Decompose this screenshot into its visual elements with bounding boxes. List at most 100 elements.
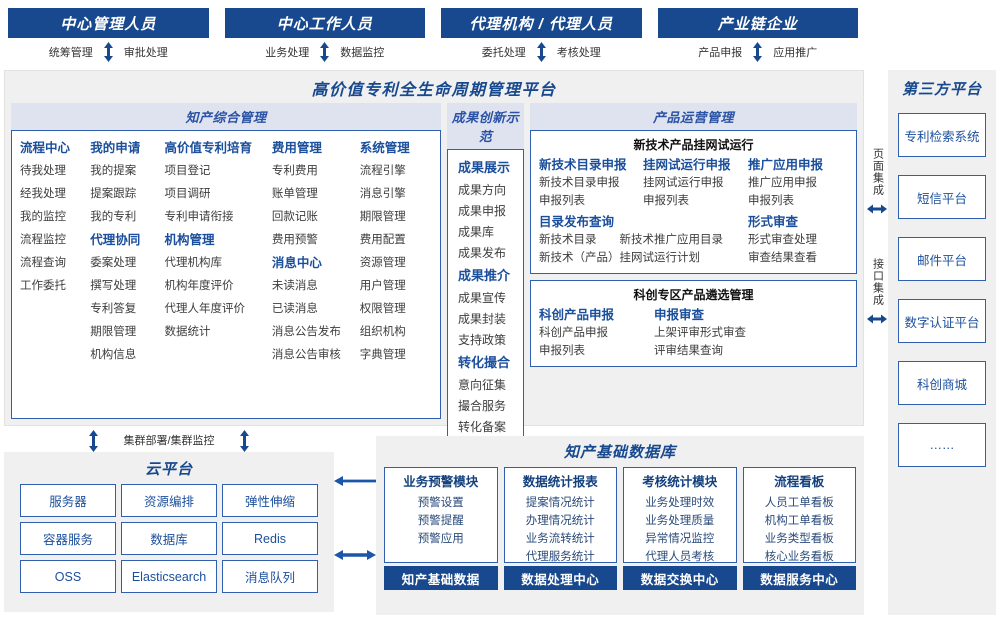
menu-item[interactable]: 科创产品申报 xyxy=(539,327,608,339)
menu-item[interactable]: 成果宣传 xyxy=(458,291,507,305)
third-party-item-3[interactable]: 数字认证平台 xyxy=(898,299,986,343)
menu-item[interactable]: 机构信息 xyxy=(90,349,137,361)
menu-item[interactable]: 费用预警 xyxy=(271,234,318,246)
menu-item[interactable]: 撰写处理 xyxy=(90,280,137,292)
menu-item[interactable]: 转化备案 xyxy=(458,420,507,434)
kdb-item[interactable]: 核心业务看板 xyxy=(764,551,834,563)
menu-item[interactable]: 项目登记 xyxy=(164,165,211,177)
kdb-footer-0[interactable]: 知产基础数据 xyxy=(384,566,498,590)
menu-item[interactable]: 期限管理 xyxy=(359,211,406,223)
menu-item[interactable]: 工作委托 xyxy=(20,280,66,292)
third-party-item-1[interactable]: 短信平台 xyxy=(898,175,986,219)
role-title-0[interactable]: 中心管理人员 xyxy=(8,8,209,38)
kdb-item[interactable]: 业务处理时效 xyxy=(645,497,715,509)
role-title-1[interactable]: 中心工作人员 xyxy=(224,8,425,38)
menu-item[interactable]: 数据统计 xyxy=(164,326,211,338)
menu-item[interactable]: 消息公告发布 xyxy=(271,326,341,338)
kdb-item[interactable]: 业务流转统计 xyxy=(525,533,595,545)
menu-item[interactable]: 权限管理 xyxy=(359,303,406,315)
cloud-cell-6[interactable]: OSS xyxy=(20,560,116,593)
menu-item[interactable]: 机构年度评价 xyxy=(164,280,234,292)
kdb-item[interactable]: 预警设置 xyxy=(417,497,464,509)
kdb-item[interactable]: 代理人员考核 xyxy=(645,551,715,563)
menu-item[interactable]: 回款记账 xyxy=(271,211,318,223)
menu-item[interactable]: 支持政策 xyxy=(458,333,507,347)
menu-item[interactable]: 组织机构 xyxy=(359,326,406,338)
menu-item[interactable]: 成果申报 xyxy=(458,204,507,218)
menu-item[interactable]: 期限管理 xyxy=(90,326,137,338)
menu-item[interactable]: 评审结果查询 xyxy=(654,345,723,357)
kdb-item[interactable]: 异常情况监控 xyxy=(645,533,715,545)
kdb-footer-1[interactable]: 数据处理中心 xyxy=(503,566,617,590)
menu-item[interactable]: 申报列表 xyxy=(643,195,689,207)
third-party-item-5[interactable]: …… xyxy=(898,423,986,467)
menu-item[interactable]: 审查结果查看 xyxy=(748,252,817,264)
menu-item[interactable]: 上架评审形式审查 xyxy=(654,327,746,339)
menu-item[interactable]: 费用配置 xyxy=(359,234,406,246)
cloud-cell-5[interactable]: Redis xyxy=(222,522,318,555)
menu-item[interactable]: 消息公告审核 xyxy=(271,349,341,361)
menu-item[interactable]: 消息引擎 xyxy=(359,188,406,200)
third-party-item-4[interactable]: 科创商城 xyxy=(898,361,986,405)
kdb-item[interactable]: 业务处理质量 xyxy=(645,515,715,527)
menu-item[interactable]: 专利答复 xyxy=(90,303,137,315)
cloud-cell-2[interactable]: 弹性伸缩 xyxy=(222,484,318,517)
menu-item[interactable]: 申报列表 xyxy=(748,195,794,207)
menu-item[interactable]: 资源管理 xyxy=(359,257,406,269)
kdb-item[interactable]: 提案情况统计 xyxy=(525,497,595,509)
menu-item[interactable]: 新技术目录 新技术推广应用目录 xyxy=(539,234,723,246)
menu-item[interactable]: 提案跟踪 xyxy=(90,188,137,200)
menu-item[interactable]: 意向征集 xyxy=(458,378,507,392)
menu-item[interactable]: 流程查询 xyxy=(20,257,66,269)
menu-item[interactable]: 专利费用 xyxy=(271,165,318,177)
kdb-item[interactable]: 机构工单看板 xyxy=(764,515,834,527)
menu-item[interactable]: 成果库 xyxy=(458,225,495,239)
kdb-item[interactable]: 业务类型看板 xyxy=(764,533,834,545)
kdb-item[interactable]: 预警应用 xyxy=(417,533,464,545)
kdb-footer-3[interactable]: 数据服务中心 xyxy=(742,566,856,590)
menu-item[interactable]: 新技术（产品）挂网试运行计划 xyxy=(539,252,700,264)
menu-item[interactable]: 经我处理 xyxy=(20,188,66,200)
menu-item[interactable]: 流程监控 xyxy=(20,234,66,246)
kdb-footer-2[interactable]: 数据交换中心 xyxy=(623,566,737,590)
menu-item[interactable]: 我的监控 xyxy=(20,211,66,223)
kdb-item[interactable]: 人员工单看板 xyxy=(764,497,834,509)
menu-item[interactable]: 账单管理 xyxy=(271,188,318,200)
kdb-item[interactable]: 预警提醒 xyxy=(417,515,464,527)
menu-item[interactable]: 我的提案 xyxy=(90,165,137,177)
menu-item[interactable]: 项目调研 xyxy=(164,188,211,200)
menu-item[interactable]: 申报列表 xyxy=(539,345,585,357)
menu-item[interactable]: 撮合服务 xyxy=(458,399,507,413)
menu-item[interactable]: 代理机构库 xyxy=(164,257,223,269)
cloud-cell-3[interactable]: 容器服务 xyxy=(20,522,116,555)
menu-item[interactable]: 已读消息 xyxy=(271,303,318,315)
kdb-item[interactable]: 代理服务统计 xyxy=(525,551,595,563)
menu-item[interactable]: 专利申请衔接 xyxy=(164,211,234,223)
menu-item[interactable]: 代理人年度评价 xyxy=(164,303,246,315)
cloud-cell-8[interactable]: 消息队列 xyxy=(222,560,318,593)
menu-item[interactable]: 字典管理 xyxy=(359,349,406,361)
menu-item[interactable]: 成果方向 xyxy=(458,183,507,197)
kdb-item[interactable]: 办理情况统计 xyxy=(525,515,595,527)
menu-item[interactable]: 流程引擎 xyxy=(359,165,406,177)
menu-item[interactable]: 待我处理 xyxy=(20,165,66,177)
third-party-item-0[interactable]: 专利检索系统 xyxy=(898,113,986,157)
menu-item[interactable]: 成果发布 xyxy=(458,246,507,260)
cloud-cell-0[interactable]: 服务器 xyxy=(20,484,116,517)
cloud-cell-1[interactable]: 资源编排 xyxy=(121,484,217,517)
menu-item[interactable]: 我的专利 xyxy=(90,211,137,223)
menu-item[interactable]: 成果封装 xyxy=(458,312,507,326)
cloud-cell-7[interactable]: Elasticsearch xyxy=(121,560,217,593)
cloud-cell-4[interactable]: 数据库 xyxy=(121,522,217,555)
menu-item[interactable]: 新技术目录申报 xyxy=(539,177,620,189)
menu-item[interactable]: 推广应用申报 xyxy=(748,177,817,189)
third-party-item-2[interactable]: 邮件平台 xyxy=(898,237,986,281)
menu-item[interactable]: 形式审查处理 xyxy=(748,234,817,246)
menu-item[interactable]: 用户管理 xyxy=(359,280,406,292)
menu-item[interactable]: 申报列表 xyxy=(539,195,585,207)
menu-item[interactable]: 挂网试运行申报 xyxy=(643,177,724,189)
role-title-3[interactable]: 产业链企业 xyxy=(657,8,858,38)
role-title-2[interactable]: 代理机构 / 代理人员 xyxy=(441,8,642,38)
menu-item[interactable]: 未读消息 xyxy=(271,280,318,292)
menu-item[interactable]: 委案处理 xyxy=(90,257,137,269)
